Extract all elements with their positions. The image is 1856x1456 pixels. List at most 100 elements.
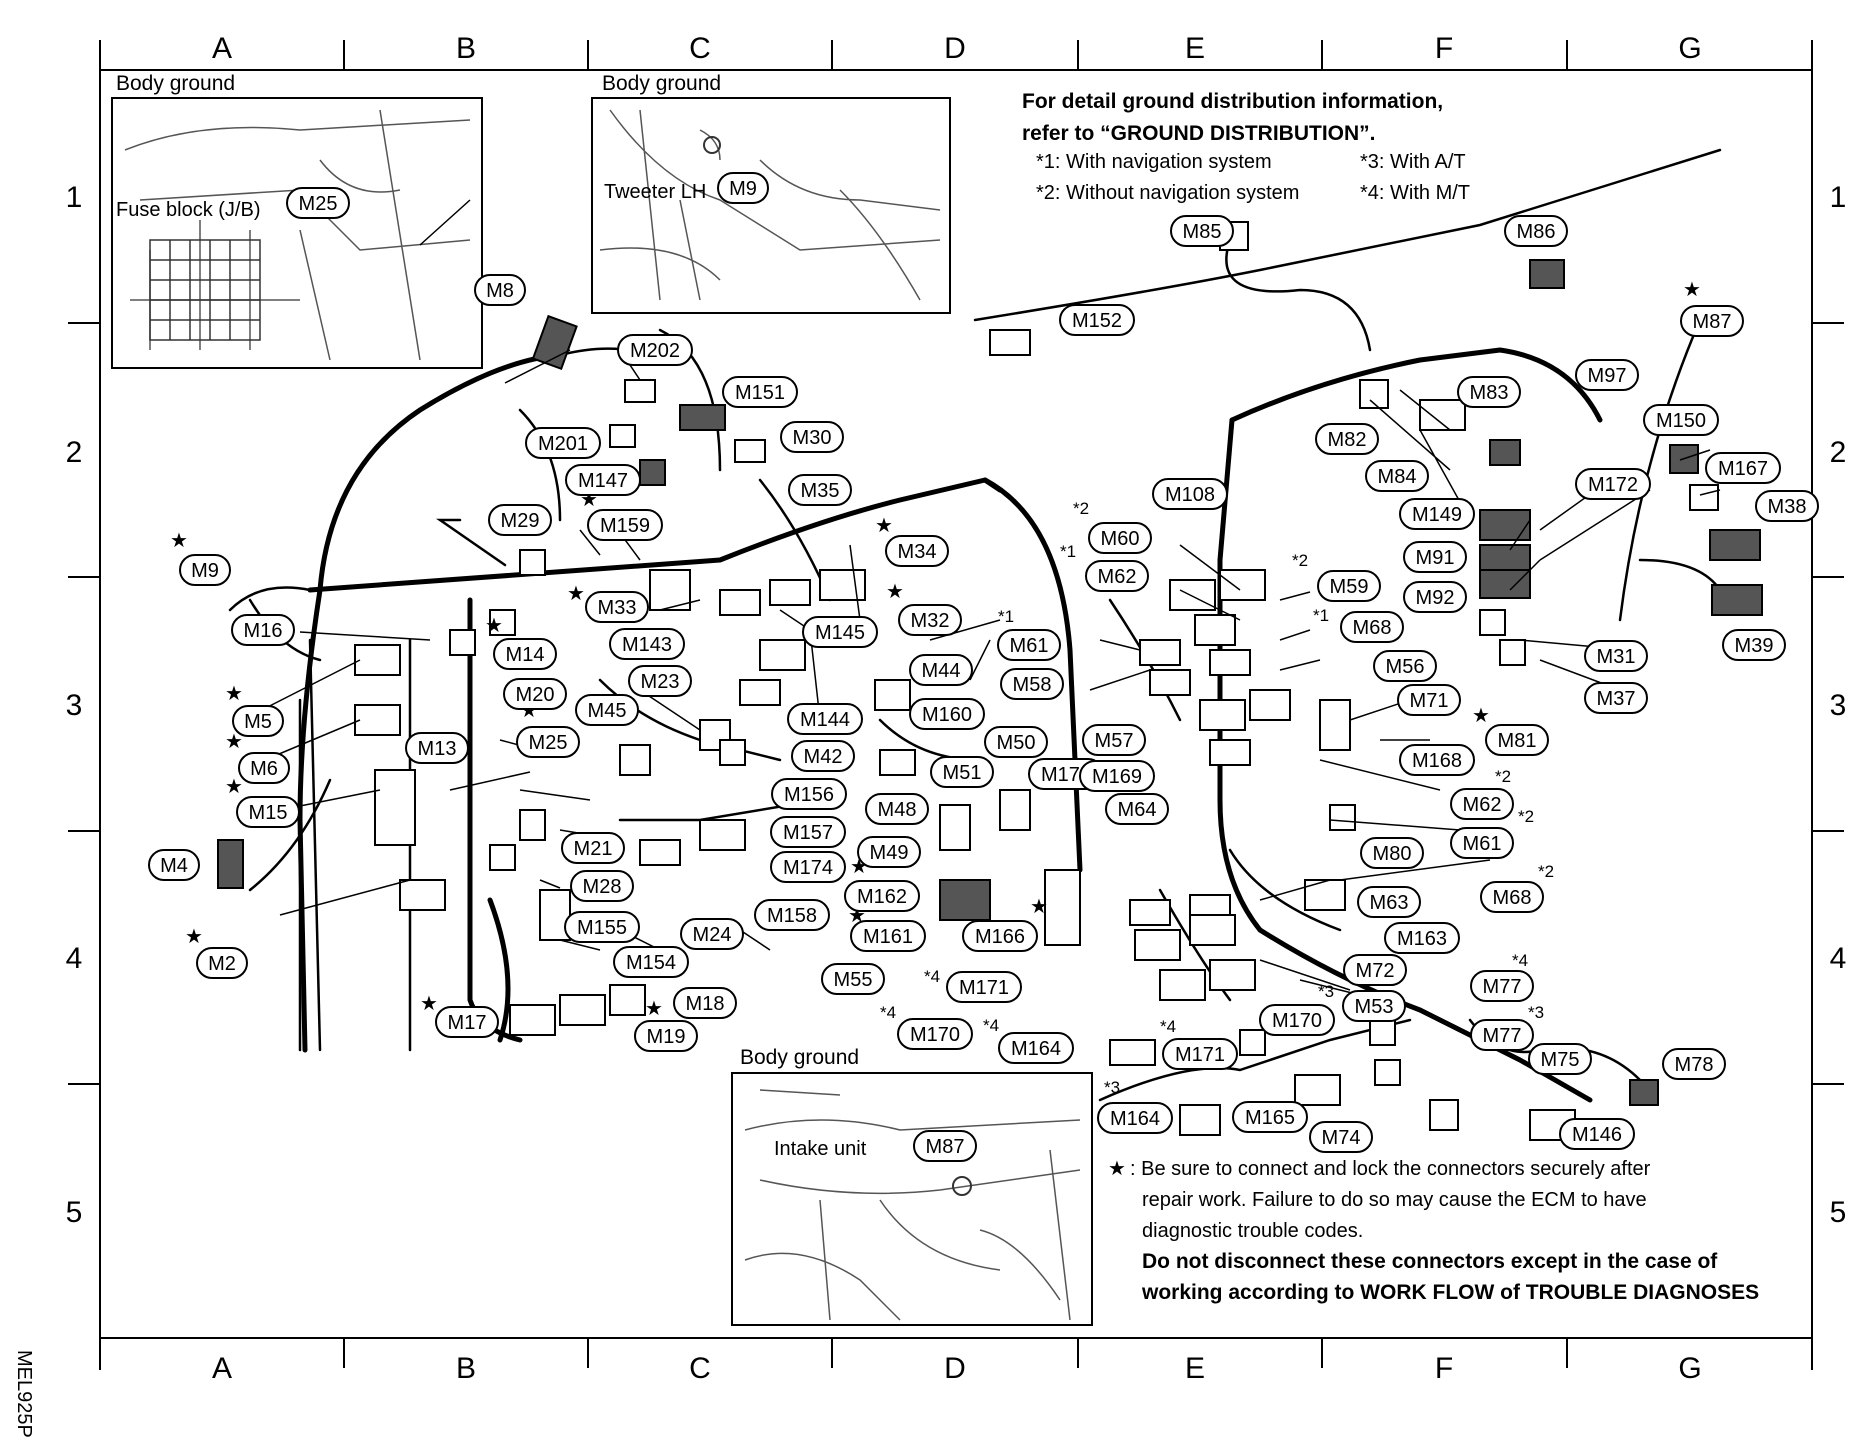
connector-label-m170-text: M170 [910,1024,960,1046]
connector-label-m56-outline [1373,650,1437,682]
connector-label-m170b-text: M170 [1272,1010,1322,1032]
inset-intake-unit: Body ground Intake unit [731,1046,1093,1326]
connector-label-m51: M51 [930,756,994,788]
connector-label-m9-outline [179,554,231,586]
connector-label-m164b-outline [1097,1102,1173,1134]
connector-label-m20: M20 [503,678,567,710]
connector-label-m18: M18 [673,987,737,1019]
connector-label-m42: M42 [791,740,855,772]
superscript-marker-16: *3 [1104,1078,1120,1097]
superscript-marker-3: *1 [998,607,1014,626]
legend-star2: *2: Without navigation system [1036,182,1299,204]
inset1-title: Body ground [116,72,235,95]
inset1-connector-label-outline [286,187,350,219]
connector-label-m44-text: M44 [922,660,961,682]
connector-label-m201-text: M201 [538,433,588,455]
connector-label-m6: M6 [238,752,290,784]
connector-label-m31: M31 [1584,640,1648,672]
inset2-connector-label-text: M9 [729,178,757,200]
connector-label-m34: M34 [885,535,949,567]
connector-label-m77a-text: M77 [1483,976,1522,998]
connector-label-m61-outline [997,629,1061,661]
connector-label-m62b-text: M62 [1463,794,1502,816]
connector-label-m143-outline [609,628,685,660]
connector-label-m51-text: M51 [943,762,982,784]
connector-label-m168-text: M168 [1412,750,1462,772]
connector-label-m92: M92 [1403,581,1467,613]
row-label-3-left: 3 [66,689,83,722]
connector-label-m146: M146 [1559,1118,1635,1150]
star-marker-4: ★ [225,774,243,798]
connector-label-m58-text: M58 [1013,674,1052,696]
star-marker-17: ★ [420,991,438,1015]
col-label-b-bottom: B [456,1352,476,1385]
connector-label-m57: M57 [1082,724,1146,756]
connector-label-m50-outline [984,726,1048,758]
connector-label-m68-outline [1340,611,1404,643]
connector-label-m8-outline [474,274,526,306]
connector-label-m171-text: M171 [959,977,1009,999]
connector-label-m163-text: M163 [1397,928,1447,950]
connector-label-m34-outline [885,535,949,567]
connector-label-m2-outline [196,947,248,979]
connector-label-m55-text: M55 [834,969,873,991]
note-header-line1: For detail ground distribution informati… [1022,90,1443,113]
superscript-marker-14: *4 [1512,951,1528,970]
connector-label-m147-outline [565,464,641,496]
connector-label-m168: M168 [1399,744,1475,776]
connector-label-m144-outline [787,703,863,735]
connector-label-m31-outline [1584,640,1648,672]
connector-label-m162-outline [844,880,920,912]
row-label-2-right: 2 [1830,436,1847,469]
connector-label-m164-outline [998,1032,1074,1064]
connector-label-m145: M145 [802,616,878,648]
connector-label-m81: M81 [1485,724,1549,756]
footer-star: ★ [1108,1156,1126,1180]
connector-label-m61b-text: M61 [1463,833,1502,855]
connector-label-m87-text: M87 [1693,311,1732,333]
connector-label-m172: M172 [1575,468,1651,500]
star-marker-5: ★ [185,924,203,948]
superscript-marker-1: *2 [1073,499,1089,518]
row-label-1-left: 1 [66,181,83,214]
connector-label-m170b-outline [1259,1004,1335,1036]
col-label-g-bottom: G [1678,1352,1701,1385]
row-label-3-right: 3 [1830,689,1847,722]
connector-label-m169: M169 [1079,760,1155,792]
col-label-c-bottom: C [689,1352,711,1385]
connector-label-m28-outline [570,870,634,902]
connector-label-m62-outline [1085,560,1149,592]
connector-label-m147-text: M147 [578,470,628,492]
connector-label-m84-outline [1365,460,1429,492]
connector-label-m8: M8 [474,274,526,306]
connector-label-m38-outline [1755,490,1819,522]
connector-label-m62b-outline [1450,788,1514,820]
connector-label-m50-text: M50 [997,732,1036,754]
connector-label-m167-outline [1705,452,1781,484]
connector-label-m4-text: M4 [160,855,188,877]
intake-unit-label: Intake unit [774,1138,867,1160]
connector-label-m42-outline [791,740,855,772]
inset3-connector-label-outline [913,1130,977,1162]
connector-label-m150-text: M150 [1656,410,1706,432]
connector-label-m173-text: M173 [1041,764,1091,786]
grid-frame [68,40,1844,1370]
connector-label-m63-outline [1357,886,1421,918]
connector-label-m92-outline [1403,581,1467,613]
connector-label-m55-outline [821,963,885,995]
connector-label-m56: M56 [1373,650,1437,682]
connector-label-m201-outline [525,427,601,459]
connector-label-m170-outline [897,1018,973,1050]
connector-label-m159-text: M159 [600,515,650,537]
row-label-1-right: 1 [1830,181,1847,214]
connector-label-m34-text: M34 [898,541,937,563]
star-marker-18: ★ [645,996,663,1020]
star-marker-2: ★ [225,681,243,705]
connector-label-m80-text: M80 [1373,843,1412,865]
connector-label-m5-outline [232,705,284,737]
connector-label-m64: M64 [1105,793,1169,825]
connector-label-m75-text: M75 [1541,1049,1580,1071]
connector-label-m163: M163 [1384,922,1460,954]
connector-label-m86-text: M86 [1517,221,1556,243]
